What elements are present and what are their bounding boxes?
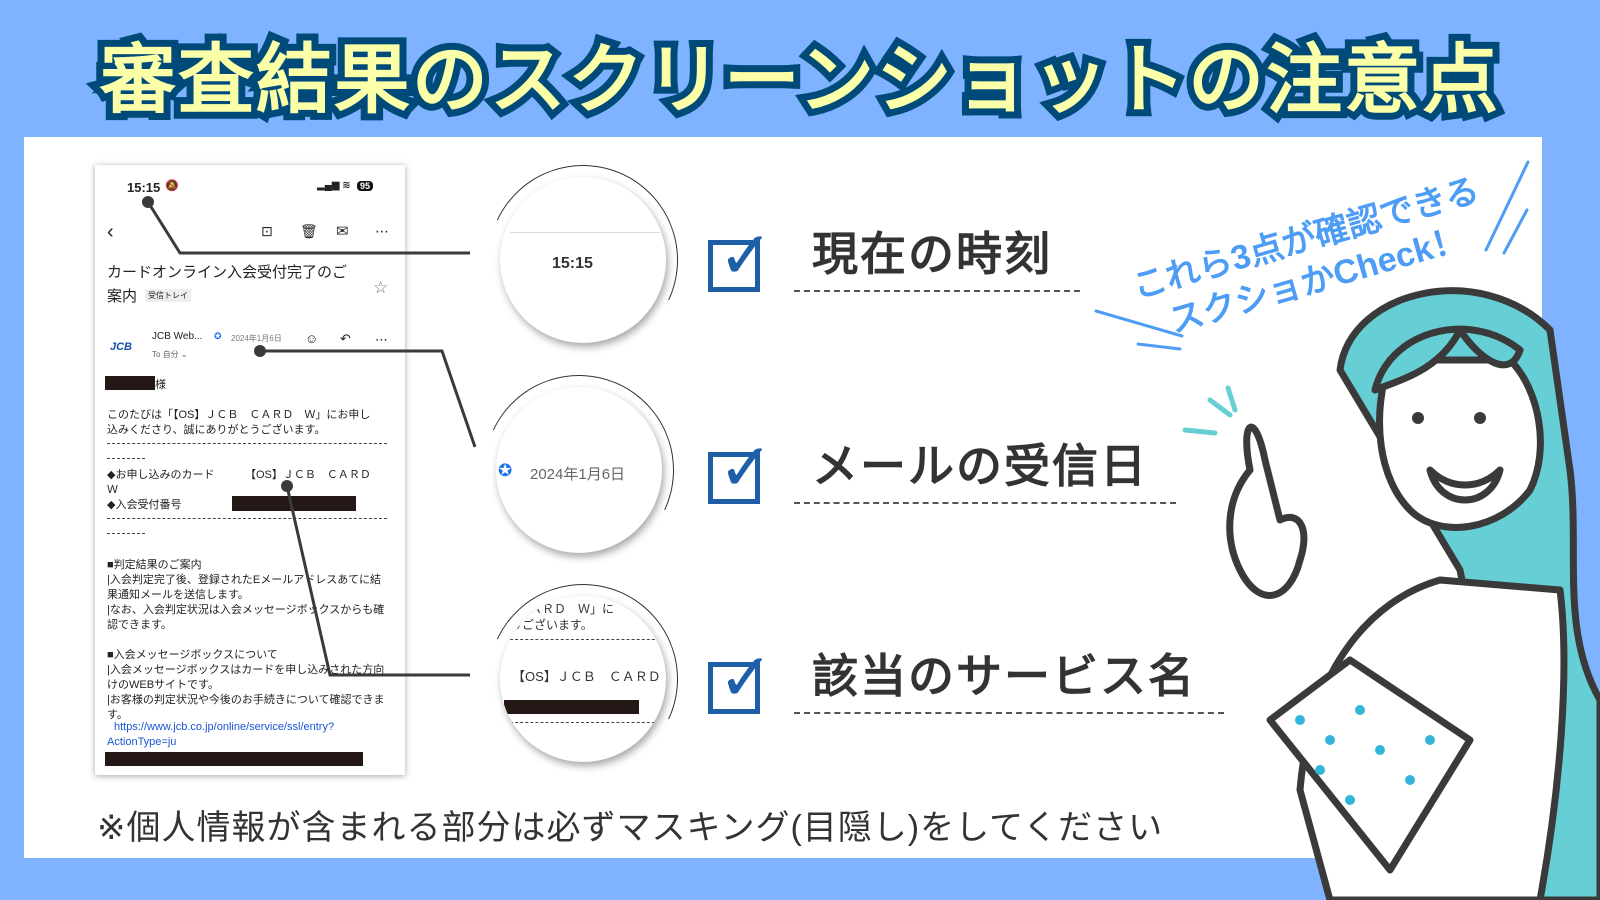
body-text: |入会メッセージボックスはカードを申し込みされた方向 [107,664,385,676]
entry-link[interactable]: https://www.jcb.co.jp/online/service/ssl… [114,721,335,733]
card-value-w: Ｗ [107,484,118,496]
body-text: |入会判定完了後、登録されたEメールアドレスあてに結 [107,574,381,586]
checklist-item-service: ✓ 該当のサービス名 [708,640,1224,714]
verified-icon: ✪ [498,461,513,480]
jcb-logo: JCB [110,341,133,353]
trash-icon[interactable]: 🗑 [300,223,318,239]
salutation: 様 [155,379,166,391]
divider [107,518,387,519]
body-text: 認できます。 [107,619,172,631]
woman-illustration [1182,287,1600,900]
page-title: 審査結果のスクリーンショットの注意点 [93,31,1505,130]
mask [504,700,639,714]
zoomed-time: 15:15 [552,255,593,272]
entry-link-2[interactable]: ActionType=ju [107,736,177,748]
mail-unread-icon[interactable]: ✉ [336,223,349,240]
body-text: 果通知メールを送信します。 [107,589,249,601]
checklist-label: 現在の時刻 [794,218,1080,292]
email-date: 2024年1月6日 [231,334,282,343]
more-icon-2[interactable]: ⋯ [375,332,388,347]
divider [107,458,145,459]
zoom-circle-time: 15:15 [500,177,666,343]
email-screenshot: 15:15 🔕 ▂▄▆ ≋ 95 ‹ ⊡ 🗑 ✉ ⋯ カードオンライン入会受付完… [95,165,405,775]
zoom-circle-service: ＡＲＤ Ｗ」に うございます。 【OS】ＪＣＢ ＣＡＲＤ [500,596,666,762]
bell-mute-icon: 🔕 [165,180,179,192]
emoji-icon[interactable]: ☺ [305,331,319,346]
mask-number [232,496,356,511]
inbox-tag[interactable]: 受信トレイ [145,289,191,302]
star-icon[interactable]: ☆ [373,278,389,297]
back-icon[interactable]: ‹ [107,221,114,243]
email-subject: カードオンライン入会受付完了のご [107,264,348,281]
reply-icon[interactable]: ↶ [340,331,351,346]
sender-name: JCB Web... [152,331,203,342]
verified-icon: ✪ [214,331,222,341]
divider [107,533,145,534]
body-text: |お客様の判定状況や今後のお手続きについて確認できま [107,694,385,706]
body-text: このたびは「【OS】ＪＣＢ ＣＡＲＤ Ｗ」にお申し [107,409,371,421]
privacy-note: ※個人情報が含まれる部分は必ずマスキング(目隠し)をしてください [97,809,1164,847]
battery-icon: 95 [357,181,374,191]
body-text: けのWEBサイトです。 [107,679,219,691]
more-icon[interactable]: ⋯ [375,223,389,239]
archive-icon[interactable]: ⊡ [261,223,273,239]
email-subject-2: 案内 [107,288,138,305]
mask-name [105,376,155,390]
recipient[interactable]: To 自分 ⌄ [152,350,188,359]
zoomed-date: 2024年1月6日 [530,466,626,483]
number-label: ◆入会受付番号 [107,499,182,511]
zoomed-service: 【OS】ＪＣＢ ＣＡＲＤ [512,669,661,684]
mask-footer [105,752,363,766]
section-title: ■判定結果のご案内 [107,559,202,571]
checkbox-icon: ✓ [708,434,773,504]
checklist-label: 該当のサービス名 [794,640,1224,714]
card-label: ◆お申し込みのカード [107,469,215,481]
zoomed-text: うございます。 [510,618,593,632]
checklist-label: メールの受信日 [794,430,1176,504]
card-value: 【OS】ＪＣＢ ＣＡＲＤ [245,469,371,481]
body-text: す。 [107,709,128,721]
zoom-circle-date: ✪ 2024年1月6日 [496,387,662,553]
checklist-item-time: ✓ 現在の時刻 [708,218,1080,292]
signal-wifi-icon: ▂▄▆ ≋ [317,180,351,191]
body-text: 込みくださり、誠にありがとうございます。 [107,424,326,436]
divider [107,443,387,444]
checklist-item-date: ✓ メールの受信日 [708,430,1176,504]
section-title: ■入会メッセージボックスについて [107,649,278,661]
status-time: 15:15 [127,180,161,195]
zoomed-text: ＡＲＤ Ｗ」に [530,602,615,616]
checkbox-icon: ✓ [708,644,773,714]
checkbox-icon: ✓ [708,222,773,292]
